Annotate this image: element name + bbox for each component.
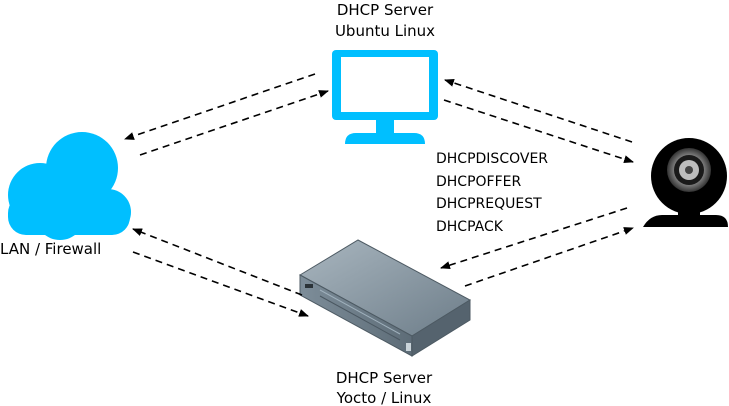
cloud-label: LAN / Firewall	[0, 240, 101, 258]
arrow-rack-to-cloud	[132, 228, 303, 296]
ubuntu-server-title: DHCP Server	[337, 1, 434, 19]
yocto-server-os: Yocto / Linux	[336, 389, 432, 406]
yocto-server-title: DHCP Server	[336, 369, 433, 387]
arrow-monitor-to-camera	[443, 99, 634, 163]
ubuntu-server-os: Ubuntu Linux	[335, 22, 435, 40]
arrow-camera-to-monitor	[444, 79, 633, 143]
dhcp-message-list: DHCPDISCOVER DHCPOFFER DHCPREQUEST DHCPA…	[436, 151, 548, 235]
webcam-icon	[643, 138, 728, 227]
connection-arrows	[124, 73, 634, 317]
rack-server-icon	[298, 239, 471, 357]
arrow-cloud-to-monitor	[139, 90, 329, 156]
dhcp-message: DHCPREQUEST	[436, 196, 542, 212]
arrow-rack-to-camera	[464, 227, 634, 287]
arrow-monitor-to-cloud	[124, 73, 316, 140]
dhcp-message: DHCPOFFER	[436, 174, 521, 190]
dhcp-message: DHCPACK	[436, 219, 504, 235]
monitor-icon	[332, 50, 438, 144]
arrow-camera-to-rack	[440, 207, 628, 270]
arrow-cloud-to-rack	[132, 251, 309, 317]
dhcp-message: DHCPDISCOVER	[436, 151, 548, 167]
cloud-icon	[8, 132, 131, 240]
